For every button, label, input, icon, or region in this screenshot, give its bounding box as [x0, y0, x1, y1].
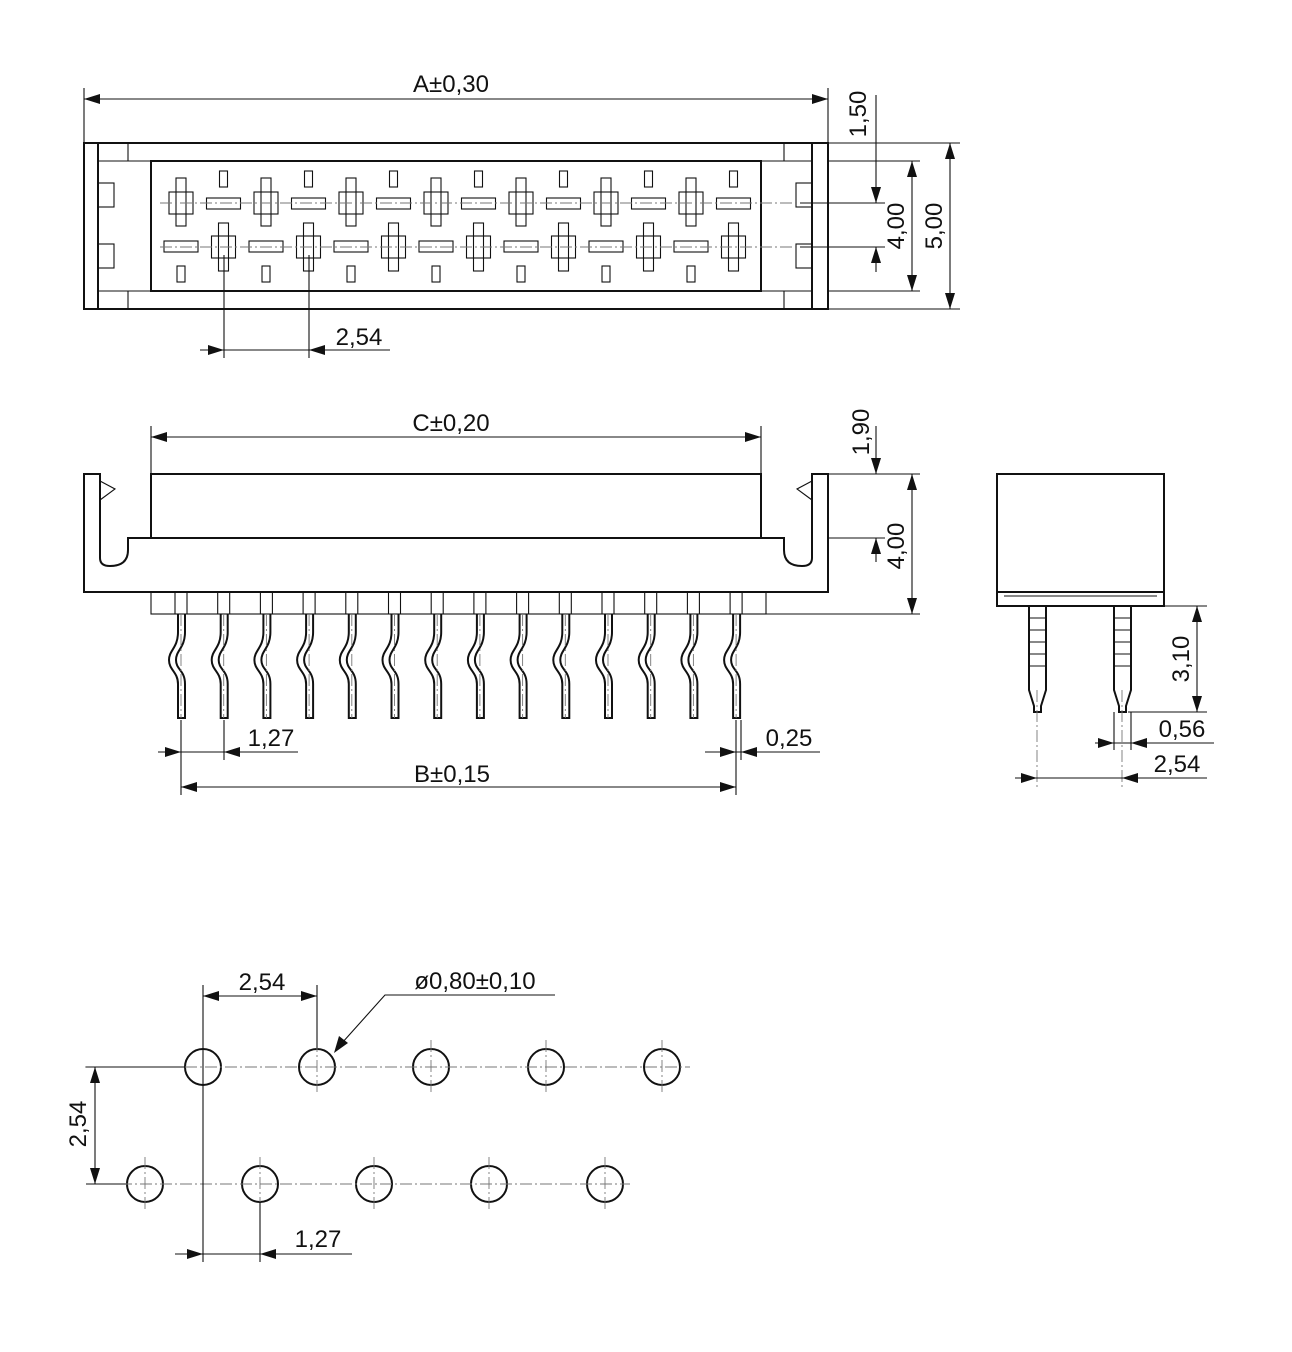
contact — [673, 177, 709, 283]
pcb-footprint: 2,54 ø0,80±0,10 2,54 1,27 — [65, 968, 690, 1262]
pin — [680, 592, 700, 719]
pin — [594, 592, 615, 719]
housing-side-outline — [83, 473, 829, 593]
contact — [460, 170, 497, 272]
top-view: A±0,30 1,50 4,00 5,00 2,54 — [83, 71, 960, 358]
dim-pitch: 2,54 — [336, 324, 383, 351]
end-pin-left — [1028, 606, 1047, 713]
contact — [375, 170, 412, 272]
hole-pattern — [126, 1040, 681, 1211]
pin — [723, 592, 743, 719]
pin — [381, 592, 402, 719]
dim-hole-diameter: ø0,80±0,10 — [414, 968, 535, 995]
dim-height: 5,00 — [921, 203, 948, 250]
dim-pin-thickness: 0,25 — [766, 725, 813, 752]
side-view: C±0,20 1,90 4,00 1,27 0,25 B±0,15 — [83, 409, 920, 795]
pin — [637, 592, 658, 719]
pin — [167, 592, 188, 719]
contact — [588, 177, 624, 283]
dim-row-pitch: 2,54 — [65, 1101, 92, 1148]
contact — [715, 170, 752, 272]
dim-hole-pitch: 2,54 — [239, 969, 286, 996]
pin — [338, 592, 359, 719]
dim-pin-length: 3,10 — [1168, 636, 1195, 683]
dim-row-span: 4,00 — [883, 203, 910, 250]
contact — [333, 177, 369, 283]
contact — [248, 177, 284, 283]
contact — [503, 177, 539, 283]
pin — [466, 592, 487, 719]
pin — [210, 592, 231, 719]
contact — [545, 170, 582, 272]
dim-c: C±0,20 — [412, 410, 489, 437]
pin-row — [167, 592, 743, 719]
contact — [630, 170, 667, 272]
contact — [418, 177, 454, 283]
end-view: 3,10 0,56 2,54 — [996, 473, 1214, 790]
contact-array — [163, 170, 752, 283]
end-pin-right — [1113, 606, 1132, 713]
dim-a: A±0,30 — [413, 71, 489, 98]
dim-half-pitch: 1,27 — [248, 725, 295, 752]
dim-row-offset: 1,27 — [295, 1226, 342, 1253]
dim-b: B±0,15 — [414, 761, 490, 788]
pin — [552, 592, 572, 719]
dim-pin-width: 0,56 — [1159, 716, 1206, 743]
end-housing — [996, 473, 1165, 593]
contact-cavity — [150, 160, 762, 292]
dim-side-height: 4,00 — [883, 523, 910, 570]
pin — [424, 592, 444, 719]
dim-wall: 1,50 — [845, 91, 872, 138]
contact — [163, 177, 199, 283]
pin — [253, 592, 273, 719]
housing-outline — [83, 142, 829, 310]
pin — [509, 592, 530, 719]
pin — [296, 592, 316, 719]
dim-end-pitch: 2,54 — [1154, 751, 1201, 778]
dim-top-offset: 1,90 — [848, 409, 875, 456]
